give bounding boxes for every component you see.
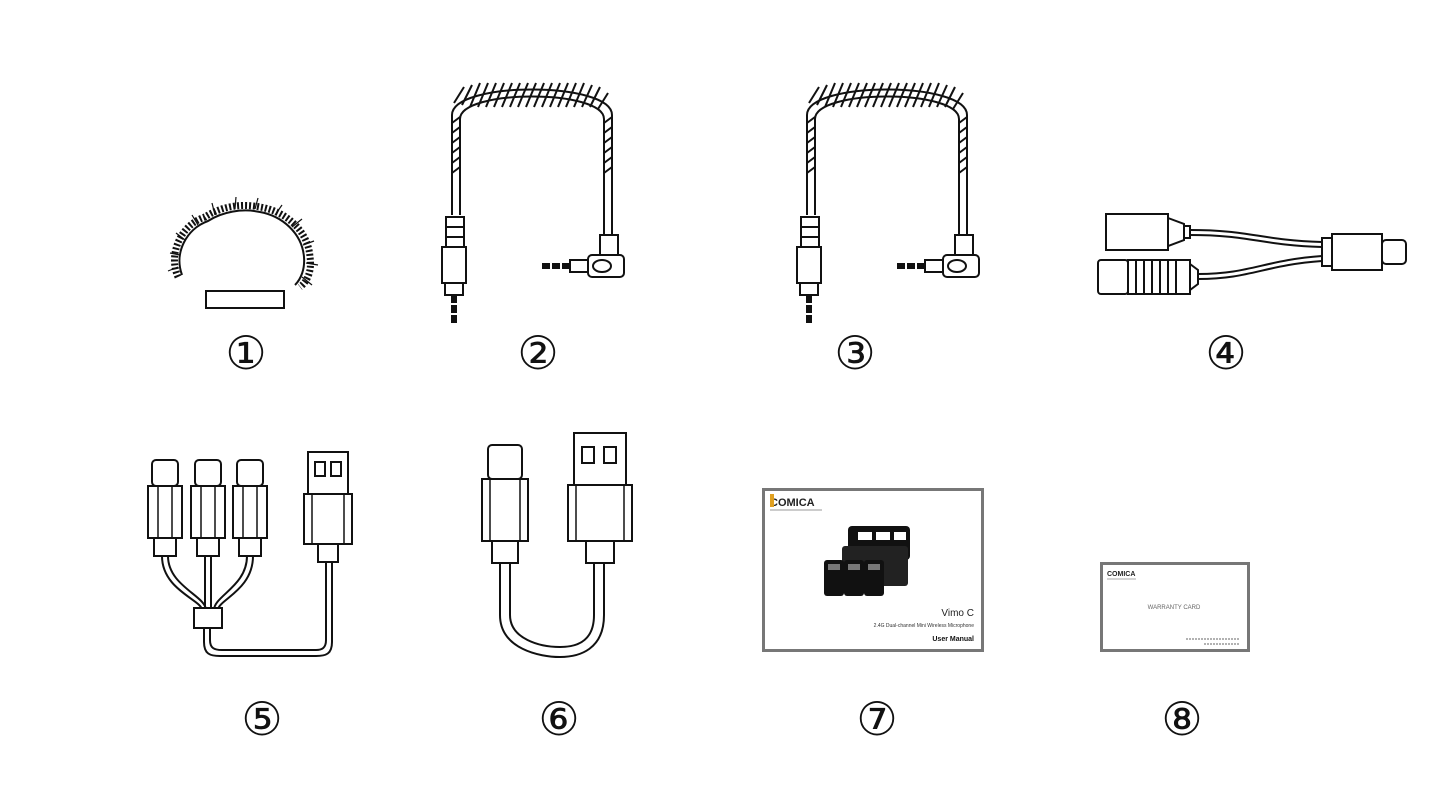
warranty-title: WARRANTY CARD — [1148, 605, 1201, 611]
item-number-6: ⑥ — [538, 692, 580, 746]
item-3 — [785, 75, 995, 335]
usb-a-to-usb-c-cable-icon — [481, 432, 633, 659]
user-manual-icon: COMICA Vimo C 2.4G Dual-channel Mini Wir… — [762, 488, 984, 652]
item-number-1: ① — [225, 326, 267, 380]
item-7: COMICA Vimo C 2.4G Dual-channel Mini Wir… — [762, 488, 984, 652]
item-5 — [140, 450, 365, 665]
manual-doc-title: User Manual — [932, 636, 974, 643]
item-number-2: ② — [517, 326, 559, 380]
item-number-4: ④ — [1205, 326, 1247, 380]
item-6 — [470, 425, 650, 665]
item-number-5: ⑤ — [241, 692, 283, 746]
manual-product: Vimo C — [941, 608, 974, 619]
item-8: COMICA WARRANTY CARD — [1100, 562, 1250, 652]
item-number-8: ⑧ — [1161, 692, 1203, 746]
usb-a-to-triple-usb-c-cable-icon — [147, 451, 353, 657]
warranty-card-icon: COMICA WARRANTY CARD — [1100, 562, 1250, 652]
manual-brand: COMICA — [770, 497, 815, 509]
warranty-brand: COMICA — [1107, 571, 1135, 578]
usb-c-to-trs-adapter-icon — [1097, 213, 1407, 295]
fur-windscreen-icon — [167, 196, 319, 309]
item-2 — [430, 75, 640, 335]
manual-subtitle: 2.4G Dual-channel Mini Wireless Micropho… — [874, 623, 975, 629]
item-number-7: ⑦ — [856, 692, 898, 746]
device-illustration — [824, 526, 910, 596]
item-4 — [1090, 200, 1420, 310]
item-1 — [160, 195, 330, 320]
item-number-3: ③ — [834, 326, 876, 380]
coiled-trs-cable-icon — [796, 82, 980, 323]
coiled-trs-cable-icon — [441, 82, 625, 323]
